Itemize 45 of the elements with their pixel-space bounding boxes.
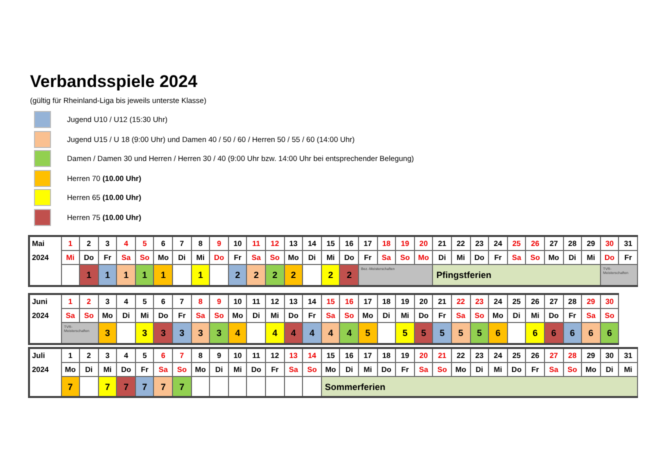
match-day-cell: 3 — [154, 322, 173, 344]
match-day-cell: 3 — [98, 322, 117, 344]
match-day-cell: 4 — [321, 322, 340, 344]
match-day-cell: 2 — [246, 264, 266, 286]
match-day-cell: 3 — [172, 322, 192, 344]
match-day-cell: 2 — [340, 264, 358, 286]
match-day-cell: 2 — [321, 264, 340, 286]
match-day-cell: 3 — [210, 322, 228, 344]
match-day-cell: 2 — [284, 264, 303, 286]
match-day-cell: 1 — [135, 264, 154, 286]
match-day-cell: 2 — [228, 264, 247, 286]
match-day-cell: 6 — [600, 322, 619, 344]
match-day-cell: 7 — [98, 376, 117, 397]
match-day-cell: 6 — [582, 322, 600, 344]
match-day-cell: 6 — [544, 322, 564, 344]
match-day-cell: 6 — [563, 322, 582, 344]
match-day-cell: 5 — [470, 322, 489, 344]
holiday-cell: Sommerferien — [321, 376, 638, 397]
match-day-cell: 5 — [451, 322, 470, 344]
match-day-cell: 6 — [488, 322, 508, 344]
match-day-cell: 6 — [526, 322, 544, 344]
match-day-cell: 5 — [414, 322, 433, 344]
match-day-cell: 4 — [284, 322, 303, 344]
title: Verbandsspiele 2024 — [30, 72, 198, 92]
match-day-cell: 1 — [80, 264, 98, 286]
match-day-cell: 7 — [61, 376, 80, 397]
match-day-cell: 5 — [396, 322, 414, 344]
holiday-cell: Pfingstferien — [432, 264, 600, 286]
match-day-cell: 3 — [191, 322, 210, 344]
match-day-cell: 7 — [116, 376, 136, 397]
match-day-cell: 1 — [116, 264, 136, 286]
match-day-cell: 7 — [154, 376, 173, 397]
match-day-cell: 4 — [302, 322, 322, 344]
match-day-cell: 2 — [266, 264, 284, 286]
match-day-cell: 4 — [228, 322, 247, 344]
match-day-cell: 4 — [266, 322, 284, 344]
match-day-cell: 4 — [340, 322, 358, 344]
match-day-cell: 5 — [432, 322, 452, 344]
match-day-cell: 5 — [358, 322, 378, 344]
match-day-cell: 1 — [98, 264, 117, 286]
match-day-cell: 1 — [154, 264, 173, 286]
match-day-cell: 1 — [191, 264, 210, 286]
match-day-cell: 7 — [172, 376, 192, 397]
match-day-cell: 7 — [135, 376, 154, 397]
match-day-cell: 3 — [135, 322, 154, 344]
